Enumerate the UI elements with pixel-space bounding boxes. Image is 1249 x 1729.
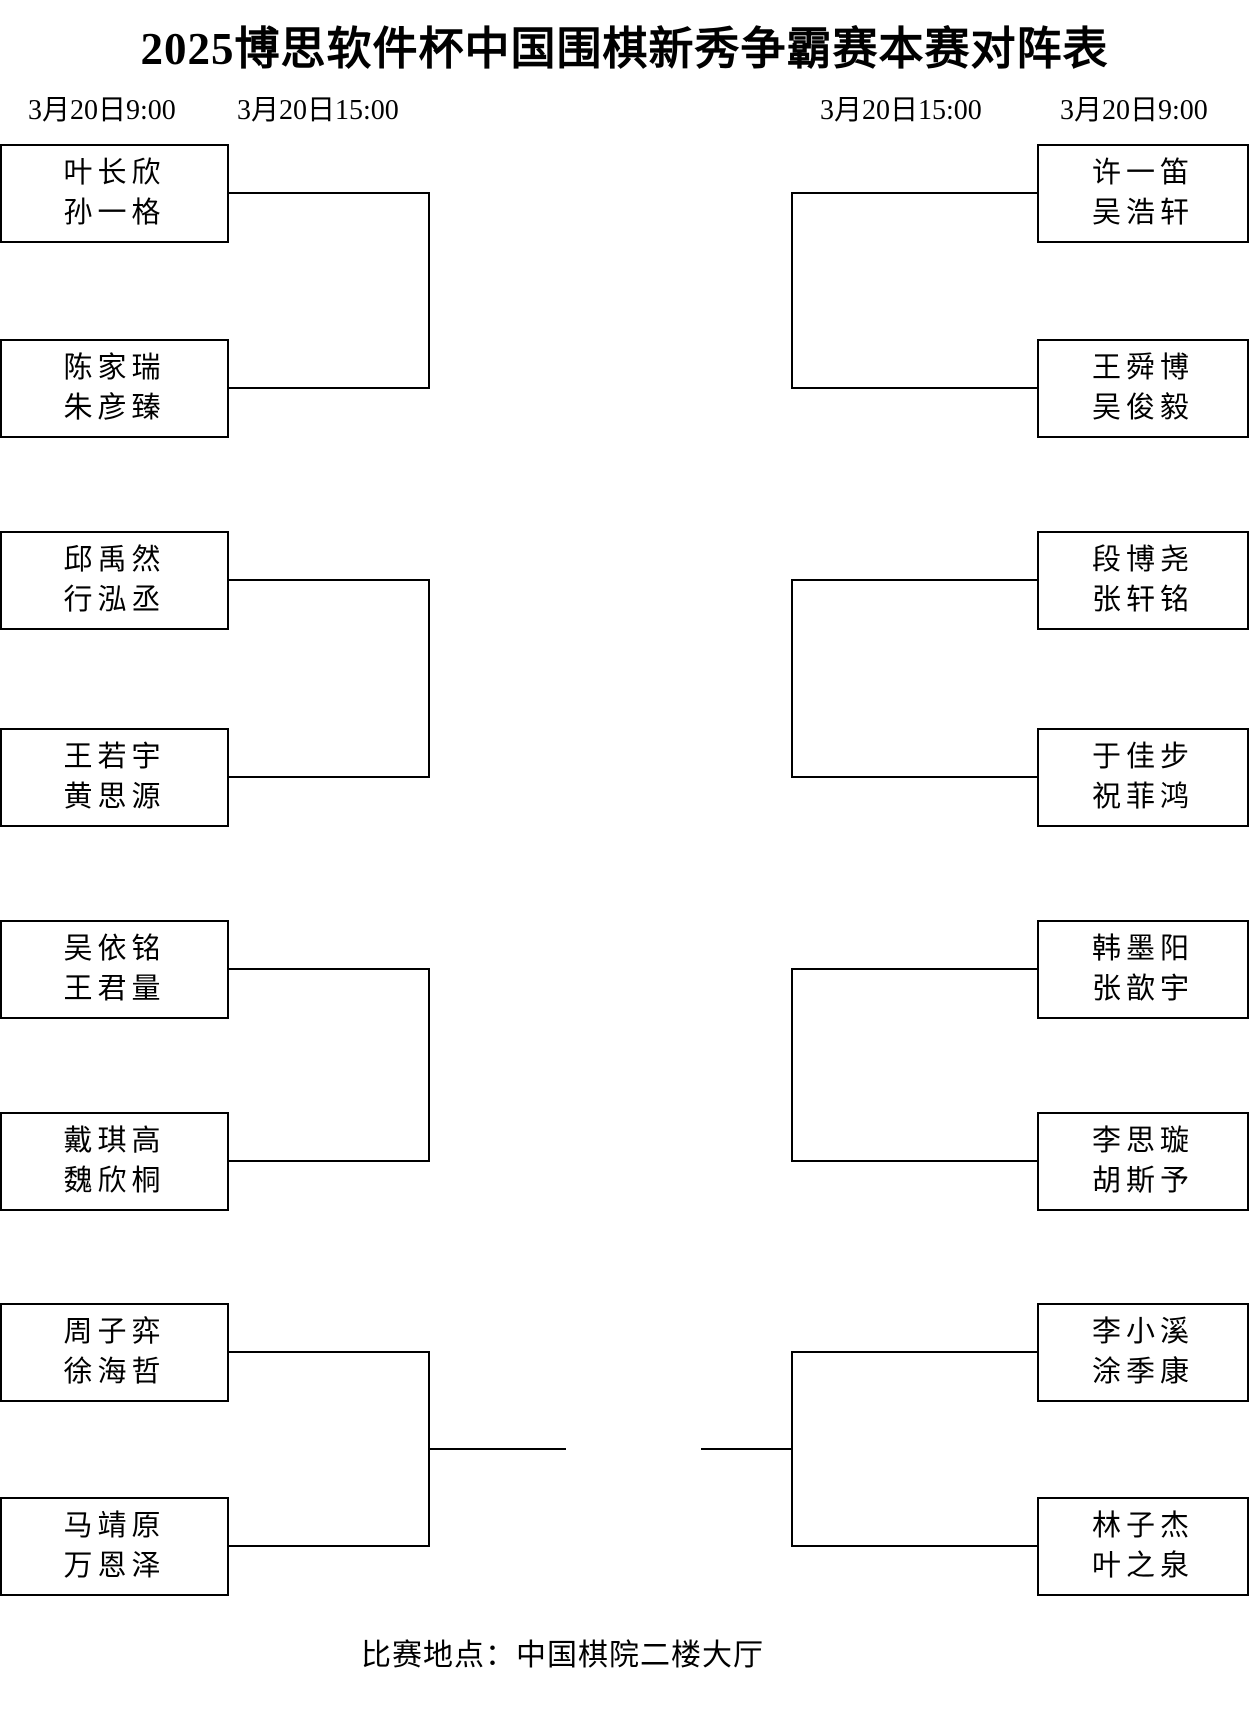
player-name: 段博尧 — [1091, 543, 1194, 576]
player-name: 周子弈 — [63, 1315, 166, 1348]
match-box-right-5: 韩墨阳 张歆宇 — [1037, 920, 1249, 1019]
player-name: 林子杰 — [1091, 1509, 1194, 1542]
player-name: 王君量 — [63, 972, 166, 1005]
player-name: 王若宇 — [63, 740, 166, 773]
match-box-left-7: 周子弈 徐海哲 — [0, 1303, 229, 1402]
connector-left-group3 — [229, 968, 430, 1162]
match-box-right-7: 李小溪 涂季康 — [1037, 1303, 1249, 1402]
match-box-right-6: 李思璇 胡斯予 — [1037, 1112, 1249, 1211]
schedule-right-round2: 3月20日15:00 — [820, 95, 982, 126]
player-name: 行泓丞 — [63, 583, 166, 616]
connector-right-group2 — [791, 579, 1037, 778]
player-name: 张歆宇 — [1091, 972, 1194, 1005]
player-name: 张轩铭 — [1091, 583, 1194, 616]
player-name: 王舜博 — [1091, 351, 1194, 384]
match-box-right-2: 王舜博 吴俊毅 — [1037, 339, 1249, 438]
player-name: 吴浩轩 — [1091, 196, 1194, 229]
player-name: 叶长欣 — [63, 156, 166, 189]
player-name: 戴琪高 — [63, 1124, 166, 1157]
connector-right-group1 — [791, 192, 1037, 389]
page-title: 2025博思软件杯中国围棋新秀争霸赛本赛对阵表 — [140, 24, 1109, 74]
player-name: 叶之泉 — [1091, 1549, 1194, 1582]
player-name: 许一笛 — [1091, 156, 1194, 189]
venue-text: 比赛地点：中国棋院二楼大厅 — [361, 1639, 764, 1672]
schedule-left-round2: 3月20日15:00 — [237, 95, 399, 126]
player-name: 邱禹然 — [63, 543, 166, 576]
connector-right-group3 — [791, 968, 1037, 1162]
match-box-left-6: 戴琪高 魏欣桐 — [0, 1112, 229, 1211]
schedule-right-round1: 3月20日9:00 — [1060, 95, 1208, 126]
player-name: 孙一格 — [63, 196, 166, 229]
connector-left-group1 — [229, 192, 430, 389]
player-name: 黄思源 — [63, 780, 166, 813]
player-name: 马靖原 — [63, 1509, 166, 1542]
player-name: 李小溪 — [1091, 1315, 1194, 1348]
match-box-right-1: 许一笛 吴浩轩 — [1037, 144, 1249, 243]
player-name: 于佳步 — [1091, 740, 1194, 773]
connector-right-group4 — [791, 1351, 1037, 1547]
match-box-left-2: 陈家瑞 朱彦臻 — [0, 339, 229, 438]
player-name: 吴俊毅 — [1091, 391, 1194, 424]
final-line-right — [701, 1448, 791, 1450]
schedule-left-round1: 3月20日9:00 — [28, 95, 176, 126]
match-box-left-5: 吴依铭 王君量 — [0, 920, 229, 1019]
player-name: 徐海哲 — [63, 1355, 166, 1388]
player-name: 祝菲鸿 — [1091, 780, 1194, 813]
connector-left-group4 — [229, 1351, 430, 1547]
match-box-left-3: 邱禹然 行泓丞 — [0, 531, 229, 630]
match-box-right-3: 段博尧 张轩铭 — [1037, 531, 1249, 630]
match-box-right-8: 林子杰 叶之泉 — [1037, 1497, 1249, 1596]
player-name: 李思璇 — [1091, 1124, 1194, 1157]
match-box-left-8: 马靖原 万恩泽 — [0, 1497, 229, 1596]
player-name: 胡斯予 — [1091, 1164, 1194, 1197]
player-name: 涂季康 — [1091, 1355, 1194, 1388]
player-name: 魏欣桐 — [63, 1164, 166, 1197]
match-box-right-4: 于佳步 祝菲鸿 — [1037, 728, 1249, 827]
player-name: 朱彦臻 — [63, 391, 166, 424]
match-box-left-1: 叶长欣 孙一格 — [0, 144, 229, 243]
player-name: 韩墨阳 — [1091, 932, 1194, 965]
player-name: 万恩泽 — [63, 1549, 166, 1582]
player-name: 陈家瑞 — [63, 351, 166, 384]
match-box-left-4: 王若宇 黄思源 — [0, 728, 229, 827]
final-line-left — [430, 1448, 566, 1450]
connector-left-group2 — [229, 579, 430, 778]
player-name: 吴依铭 — [63, 932, 166, 965]
